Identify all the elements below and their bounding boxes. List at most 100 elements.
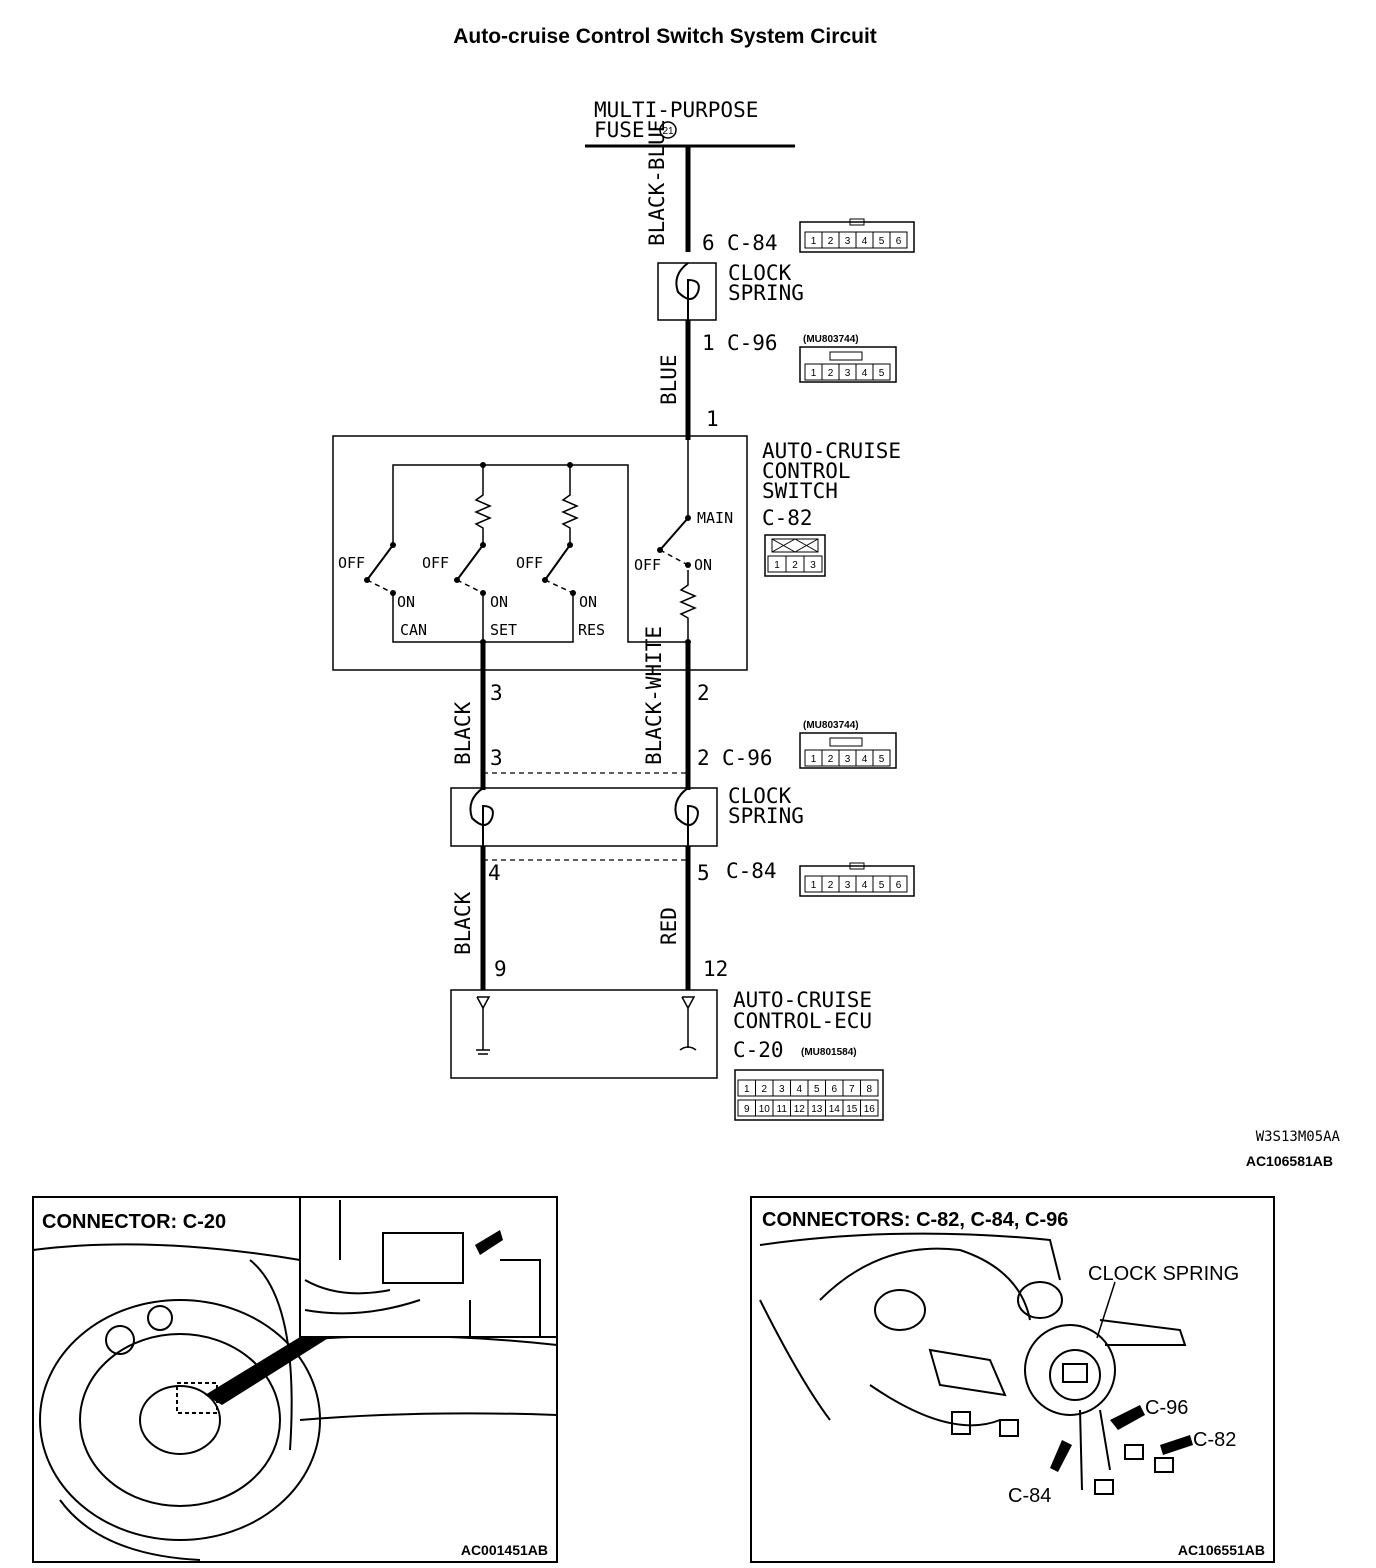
c84-top-pins-pin-label: 2 bbox=[828, 236, 834, 247]
c20-pins-bottom-pin-label: 11 bbox=[777, 1104, 788, 1115]
switch-box bbox=[332, 435, 748, 671]
panel-right-title: CONNECTORS: C-82, C-84, C-96 bbox=[762, 1209, 1068, 1231]
wire-label-black-lower: BLACK bbox=[451, 891, 475, 955]
panel-left-title: CONNECTOR: C-20 bbox=[42, 1211, 226, 1233]
panel-left-code: AC001451AB bbox=[461, 1542, 548, 1558]
c84-connector-icon-lower bbox=[799, 862, 915, 897]
pin-switch-right-out: 2 bbox=[697, 681, 710, 705]
off-label-set: OFF bbox=[422, 554, 449, 572]
off-label-can: OFF bbox=[338, 554, 365, 572]
c20-pins-bottom-cell bbox=[860, 1099, 879, 1117]
c84-lower-pins-pin-label: 6 bbox=[896, 880, 902, 891]
switch-label-1: AUTO-CRUISE bbox=[762, 439, 901, 463]
c20-pins-top-cell bbox=[860, 1079, 879, 1097]
arrow-c96 bbox=[1110, 1405, 1145, 1430]
c84-lower-pins-pin-label: 3 bbox=[845, 880, 851, 891]
wire-label-black-white: BLACK-WHITE bbox=[642, 626, 666, 765]
on-label-can: ON bbox=[397, 593, 415, 611]
clock-spring-illustration bbox=[759, 1232, 1187, 1495]
pin-c84-left: 4 bbox=[488, 861, 501, 885]
panel-right-c96: C-96 bbox=[1145, 1397, 1188, 1419]
clock-spring-1-label-a: CLOCK bbox=[728, 261, 792, 285]
ecu-box bbox=[450, 989, 718, 1079]
c20-pins-top-pin-label: 5 bbox=[814, 1084, 820, 1095]
c96-top-pins-pin-label: 5 bbox=[879, 368, 885, 379]
off-label-main: OFF bbox=[634, 556, 661, 574]
drawing-code: W3S13M05AA bbox=[1256, 1129, 1341, 1145]
c84-top-pins-pin-label: 5 bbox=[879, 236, 885, 247]
switch-blades bbox=[366, 517, 689, 581]
ecu-label-1: AUTO-CRUISE bbox=[733, 988, 872, 1012]
c82-pins-pin-label: 3 bbox=[810, 560, 816, 571]
wire-label-red: RED bbox=[657, 907, 681, 945]
c20-connector-icon bbox=[734, 1069, 884, 1121]
c20-pins-bottom-pin-label: 14 bbox=[829, 1104, 841, 1115]
c96-top-pins-pin-label: 4 bbox=[862, 368, 868, 379]
c96-top-pins-pin-label: 2 bbox=[828, 368, 834, 379]
on-label-set: ON bbox=[490, 593, 508, 611]
c96-part-number-mid: (MU803744) bbox=[803, 720, 859, 731]
pin-switch-left-out: 3 bbox=[490, 681, 503, 705]
diagram-title: Auto-cruise Control Switch System Circui… bbox=[453, 25, 877, 48]
c20-pins-top-pin-label: 1 bbox=[744, 1084, 750, 1095]
pin-c84-top: 6 bbox=[702, 231, 715, 255]
off-label-res: OFF bbox=[516, 554, 543, 572]
c82-connector-icon bbox=[764, 534, 826, 577]
c84-top-pins-pin-label: 1 bbox=[811, 236, 817, 247]
clock-spring-2-box bbox=[450, 787, 718, 847]
clock-spring-2-label-b: SPRING bbox=[728, 804, 804, 828]
c96-mid-pins-pin-label: 2 bbox=[828, 754, 834, 765]
c20-pins-bottom-pin-label: 15 bbox=[846, 1104, 858, 1115]
c20-pins-bottom-pin-label: 9 bbox=[744, 1104, 750, 1115]
pin-c96-left: 3 bbox=[490, 746, 503, 770]
on-label-main: ON bbox=[694, 556, 712, 574]
arrow-c84 bbox=[1050, 1440, 1072, 1472]
switch-internal-wiring bbox=[392, 440, 697, 643]
c82-pins-pin-label: 1 bbox=[774, 560, 780, 571]
c20-pins-top-pin-label: 2 bbox=[761, 1084, 767, 1095]
arrow-c82 bbox=[1160, 1435, 1193, 1455]
label-c96-top: C-96 bbox=[727, 331, 778, 355]
c20-pins-bottom-pin-label: 10 bbox=[759, 1104, 771, 1115]
c20-pins-bottom-pin-label: 12 bbox=[794, 1104, 806, 1115]
c96-part-number-top: (MU803744) bbox=[803, 334, 859, 345]
wire-label-black-upper: BLACK bbox=[451, 701, 475, 765]
c84-top-pins-pin-label: 3 bbox=[845, 236, 851, 247]
connector-c20-panel: CONNECTOR: C-20 AC001451AB bbox=[32, 1196, 558, 1563]
c84-top-pins-cell bbox=[889, 231, 908, 249]
pin-ecu-left: 9 bbox=[494, 957, 507, 981]
c96-mid-pins-pin-label: 3 bbox=[845, 754, 851, 765]
can-label: CAN bbox=[400, 621, 427, 639]
fuse-number-circle bbox=[659, 121, 677, 139]
ecu-label-2: CONTROL-ECU bbox=[733, 1009, 872, 1033]
ecu-internal-symbols bbox=[476, 996, 697, 1055]
callout-wedge bbox=[205, 1337, 330, 1405]
c96-top-pins-pin-label: 3 bbox=[845, 368, 851, 379]
panel-right-c84: C-84 bbox=[1008, 1485, 1051, 1507]
c84-lower-pins-pin-label: 4 bbox=[862, 880, 868, 891]
label-c84-top: C-84 bbox=[727, 231, 778, 255]
label-c82: C-82 bbox=[762, 506, 813, 530]
c82-pins-pin-label: 2 bbox=[792, 560, 798, 571]
pin-c84-right: 5 bbox=[697, 861, 710, 885]
fuse-label-line2: FUSE bbox=[594, 118, 645, 142]
inset-ecu-illustration bbox=[304, 1200, 541, 1337]
set-label: SET bbox=[490, 621, 517, 639]
c96-mid-pins-pin-label: 1 bbox=[811, 754, 817, 765]
res-label: RES bbox=[578, 621, 605, 639]
pin-c96-top: 1 bbox=[702, 331, 715, 355]
label-c84-lower: C-84 bbox=[726, 859, 777, 883]
switch-text-labels: OFF OFF OFF OFF ON ON ON ON MAIN CAN SET… bbox=[338, 509, 733, 639]
label-c20: C-20 bbox=[733, 1038, 784, 1062]
pin-ecu-right: 12 bbox=[703, 957, 728, 981]
clock-spring-leader bbox=[1096, 1281, 1116, 1339]
inset-arrow bbox=[475, 1230, 503, 1255]
c82-pins: 1 2 3 bbox=[767, 555, 823, 573]
c96-connector-icon-mid bbox=[799, 732, 897, 769]
clock-spring-1-symbol bbox=[675, 262, 700, 320]
